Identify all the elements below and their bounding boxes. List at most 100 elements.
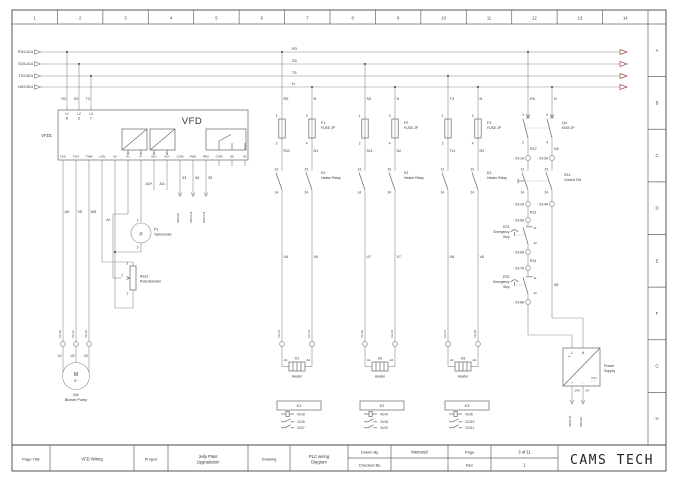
offpage-arrow-icon bbox=[619, 73, 629, 79]
bus-source-label: R3/3.A14 bbox=[18, 50, 33, 54]
contact-terminal: 24 bbox=[304, 191, 308, 195]
analog-scaler-symbol bbox=[121, 128, 148, 151]
relay-ref: K3 bbox=[487, 171, 491, 175]
switch-terminal: 14 bbox=[520, 191, 524, 195]
row-letter: B bbox=[656, 100, 659, 105]
contact-ref: /3.D10 bbox=[465, 420, 475, 424]
vfd-terminal-label: REV bbox=[203, 155, 209, 159]
vfd-terminal-label: T2/V bbox=[73, 155, 79, 159]
relay-xref-table: K2/4.H4/3.D8/3.D9 bbox=[359, 400, 405, 430]
drawing-value: Diagram bbox=[311, 460, 327, 465]
vfd-title: VFD bbox=[182, 116, 203, 127]
heater-terminal: A2 bbox=[473, 358, 477, 362]
checked-by-label: Checked By bbox=[359, 463, 381, 468]
ac-symbol: ~ bbox=[567, 355, 570, 361]
coil-ref: /4.H3 bbox=[297, 413, 305, 417]
fuse-ref: F3 bbox=[487, 121, 491, 125]
breaker-terminal: 2 bbox=[522, 141, 524, 145]
wire bbox=[149, 128, 176, 151]
wire-label: T3 bbox=[86, 97, 90, 101]
tacho-name: Tachometer bbox=[154, 233, 173, 237]
psu-terminal: - bbox=[582, 381, 584, 385]
estop-ref: ES2 bbox=[503, 275, 510, 279]
fuse-terminal: 3 bbox=[472, 114, 474, 118]
vfd-terminal-label: S bbox=[78, 117, 80, 121]
contact-ref: /3.D11 bbox=[465, 426, 474, 430]
heater-terminal: A1 bbox=[450, 358, 454, 362]
fuse-symbol bbox=[278, 118, 286, 139]
heater-name: Heater bbox=[458, 375, 469, 379]
terminal-label: X2-14 bbox=[307, 330, 311, 338]
contact-terminal: 13 bbox=[274, 168, 278, 172]
row-letter: C bbox=[655, 153, 658, 158]
vfd-terminal-label: NC bbox=[243, 155, 247, 159]
contact-terminal: 23 bbox=[304, 168, 308, 172]
vfd-terminal-label: NO bbox=[230, 155, 235, 159]
fuse-name: FUSE 2P bbox=[487, 126, 502, 130]
psu-terminal: N bbox=[582, 351, 585, 355]
terminal-label: X2-10 bbox=[58, 330, 62, 338]
terminal-label: X2-16 bbox=[390, 330, 394, 338]
vfd-box bbox=[57, 109, 249, 161]
vfd-terminal-label: L1 bbox=[65, 112, 69, 116]
column-number: 13 bbox=[578, 16, 583, 21]
contact-terminal: 14 bbox=[357, 191, 361, 195]
heater-ref: H2 bbox=[378, 357, 382, 361]
page-label: Page bbox=[465, 450, 475, 455]
contact-blade bbox=[452, 424, 459, 429]
estop-terminal: 11 bbox=[534, 276, 537, 280]
motor-terminal-label: U1 bbox=[58, 354, 62, 358]
fuse-ref: F1 bbox=[321, 121, 325, 125]
terminal-circle bbox=[525, 249, 531, 255]
heater-terminal: A2 bbox=[307, 358, 311, 362]
relay-ref: K1 bbox=[321, 171, 325, 175]
fuse-terminal: 1 bbox=[359, 114, 361, 118]
pin-mark bbox=[152, 152, 156, 155]
terminal-circle bbox=[549, 201, 555, 207]
company-logo: CAMS TECH bbox=[570, 453, 654, 468]
fuse-terminal: 2 bbox=[359, 142, 361, 146]
estop-ref: ES1 bbox=[503, 225, 510, 229]
breaker-x-icon bbox=[549, 114, 555, 119]
column-number: 11 bbox=[487, 16, 492, 21]
vfd-terminal-label: A- bbox=[140, 155, 143, 159]
terminal-label: X2-18 bbox=[473, 330, 477, 338]
vfd-terminal-label: T1/U bbox=[60, 155, 66, 159]
motor-ref: M4 bbox=[73, 392, 79, 397]
terminal-label: X2-12 bbox=[84, 330, 88, 338]
row-letter: G bbox=[655, 364, 658, 369]
relay-xref-table: K1/4.H3/3.D6/3.D7 bbox=[276, 400, 322, 430]
cross-ref: 33/6.H9 bbox=[176, 213, 180, 223]
tacho-letter: n bbox=[139, 232, 142, 238]
wire-label: U6 bbox=[284, 255, 289, 259]
terminal-circle bbox=[525, 155, 531, 161]
heater-name: Heater bbox=[375, 375, 386, 379]
wire-label: W5 bbox=[91, 210, 97, 214]
contact-blade bbox=[388, 172, 396, 191]
contact-blade bbox=[218, 134, 232, 142]
bus-source-label: T3/3.B14 bbox=[18, 74, 33, 78]
vfd-ref: VFD1 bbox=[41, 133, 52, 138]
page-title-label: Page Title bbox=[22, 457, 41, 462]
wiper-arrow-icon bbox=[126, 276, 131, 280]
source-arrow-icon bbox=[34, 73, 42, 79]
contact-terminal: 14 bbox=[274, 191, 278, 195]
contact-ref: /3.D6 bbox=[297, 420, 305, 424]
fuse-symbol bbox=[444, 118, 452, 139]
terminal-circle bbox=[525, 299, 531, 305]
wire-label: R12 bbox=[530, 147, 537, 151]
contact-blade bbox=[284, 424, 291, 429]
cross-ref: 34/6.H10 bbox=[189, 211, 193, 223]
bus-source-label: S3/3.A14 bbox=[18, 62, 33, 66]
contact-blade bbox=[471, 172, 479, 191]
column-number: 1 bbox=[34, 16, 37, 21]
relay-xref-box bbox=[359, 400, 405, 411]
relay-name: Heater Relay bbox=[404, 176, 424, 180]
breaker-terminal: 3 bbox=[546, 113, 548, 117]
page-title-value: VFD Wiring bbox=[81, 457, 103, 462]
mushroom-button-icon bbox=[510, 279, 519, 283]
coil-ref: /4.H5 bbox=[465, 413, 473, 417]
vfd-terminal-label: AO- bbox=[164, 155, 169, 159]
